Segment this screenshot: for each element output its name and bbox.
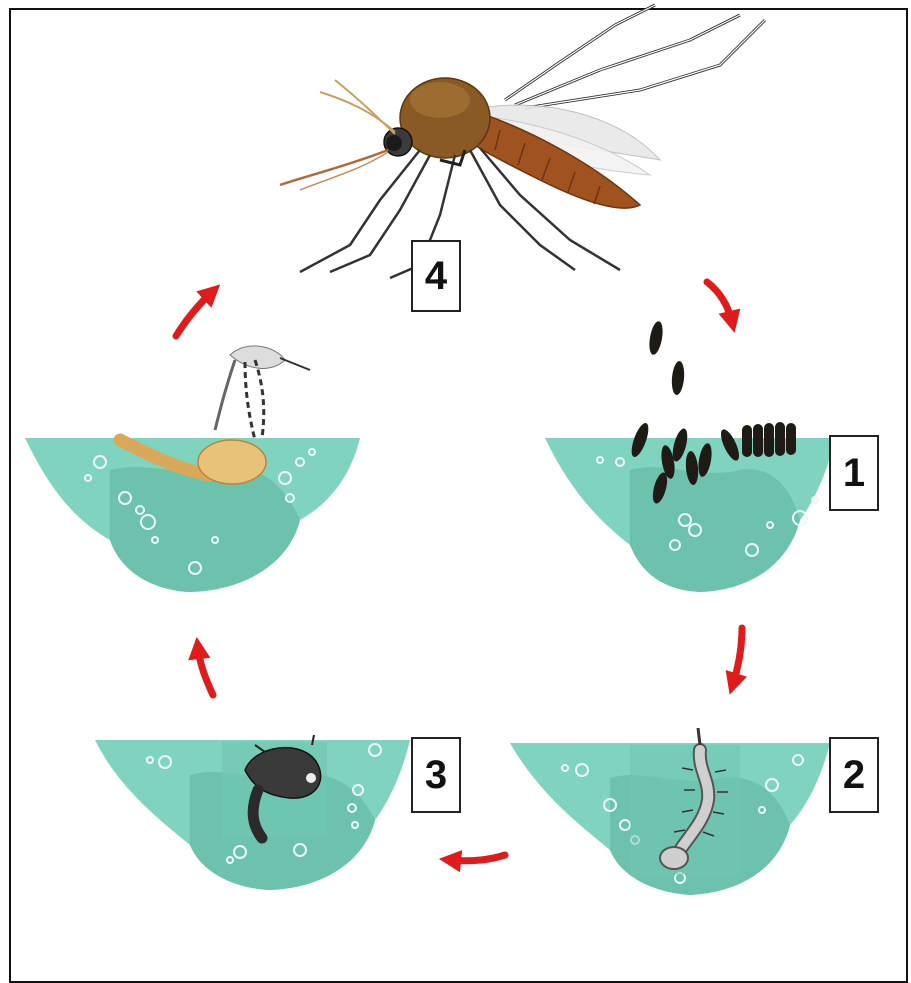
- larva-icon: [630, 728, 740, 875]
- stage-number-3: 3: [411, 737, 461, 813]
- stage-number-4: 4: [411, 240, 461, 312]
- water-basin-top-left: [25, 438, 360, 592]
- egg-raft-icon: [742, 422, 796, 457]
- stage-number-2: 2: [829, 737, 879, 813]
- adult-mosquito: [280, 5, 765, 278]
- pupa-icon: [222, 735, 327, 838]
- stage-number-1: 1: [829, 435, 879, 511]
